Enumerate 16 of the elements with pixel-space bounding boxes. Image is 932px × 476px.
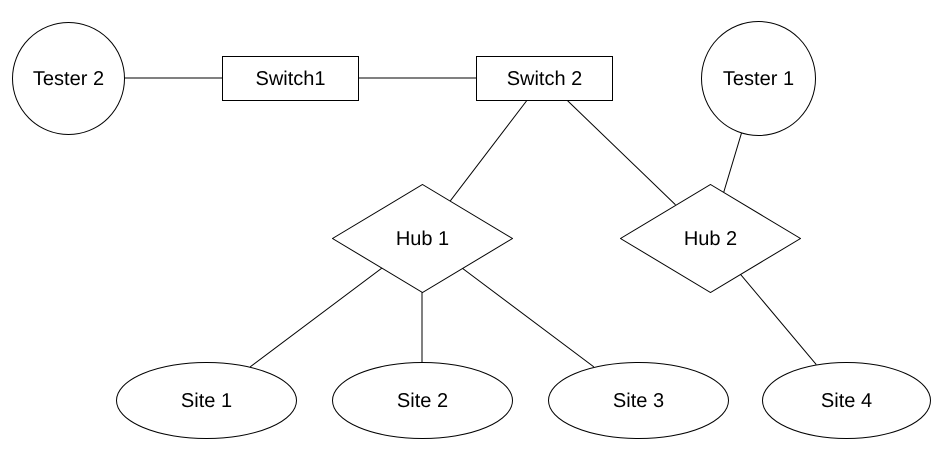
connector-line [462,268,594,368]
circle-node: Tester 2 [12,22,125,135]
ellipse-node: Site 4 [762,362,931,439]
ellipse-node: Site 3 [548,362,729,439]
connector-line [723,132,742,193]
circle-node: Tester 1 [701,21,816,136]
connector-line [250,268,382,368]
connector-line [450,100,528,202]
ellipse-node: Site 1 [116,362,297,439]
rect-node: Switch1 [222,56,359,101]
diamond-node: Hub 1 [332,184,513,293]
rect-node: Switch 2 [476,56,613,101]
connector-line [566,100,676,206]
diamond-node: Hub 2 [620,184,801,293]
ellipse-node: Site 2 [332,362,513,439]
connector-line [740,273,817,365]
